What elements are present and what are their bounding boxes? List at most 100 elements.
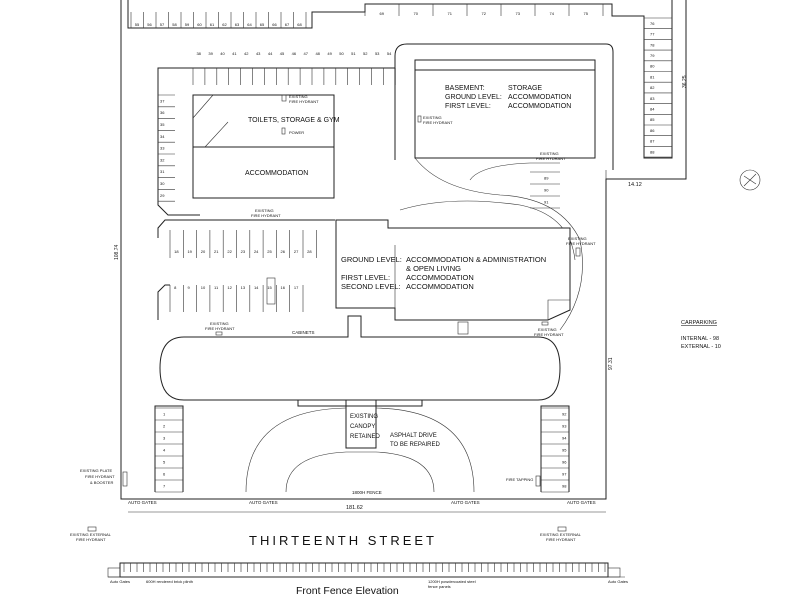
fence-steel-label-1: 1200H powdercoated steel xyxy=(428,579,476,584)
se-drive-edge xyxy=(540,405,570,492)
central-ground-use-2: & OPEN LIVING xyxy=(406,264,461,273)
north-basement-label: BASEMENT: xyxy=(445,85,485,92)
parking-bay-number: 17 xyxy=(294,285,299,290)
parking-bay-number: 20 xyxy=(201,249,206,254)
parking-bay-number: 50 xyxy=(339,51,344,56)
svg-text:CARPARKING: CARPARKING xyxy=(681,320,717,326)
north-first-label: FIRST LEVEL: xyxy=(445,103,491,110)
parking-bay-number: 38 xyxy=(196,51,201,56)
parking-bay-number: 2 xyxy=(163,424,166,429)
carparking-legend: CARPARKING INTERNAL - 98 EXTERNAL - 10 xyxy=(681,320,721,350)
svg-text:& BOOSTER: & BOOSTER xyxy=(90,480,113,485)
parking-bay-number: 80 xyxy=(650,64,655,69)
parking-bay-number: 59 xyxy=(185,22,190,27)
parking-bay-number: 62 xyxy=(222,22,227,27)
parking-bay-number: 18 xyxy=(174,249,179,254)
svg-text:FIRE HYDRANT: FIRE HYDRANT xyxy=(566,241,596,246)
central-block xyxy=(335,219,571,321)
parking-bay-number: 76 xyxy=(650,21,655,26)
parking-bay-number: 85 xyxy=(650,117,655,122)
parking-bay-number: 15 xyxy=(267,285,272,290)
parking-bay-number: 33 xyxy=(160,146,165,151)
svg-text:EXISTING EXTERNAL: EXISTING EXTERNAL xyxy=(540,532,582,537)
north-ground-use: ACCOMMODATION xyxy=(508,94,571,101)
fence-elevation-title: Front Fence Elevation xyxy=(296,585,399,597)
central-stair xyxy=(457,321,469,335)
parking-bay-number: 11 xyxy=(214,285,219,290)
svg-text:EXISTING: EXISTING xyxy=(255,208,274,213)
mid-lower-drive-edge xyxy=(157,284,170,320)
hydrant-central-east: EXISTING FIRE HYDRANT xyxy=(566,236,596,257)
auto-gates-3: AUTO GATES xyxy=(451,500,480,505)
parking-bay-number: 49 xyxy=(327,51,332,56)
fence-label: 1800H FENCE xyxy=(352,490,382,495)
parking-bay-number: 75 xyxy=(584,11,589,16)
parking-bay-number: 78 xyxy=(650,42,655,47)
dim-ne: 36.25 xyxy=(682,75,688,88)
parking-bay-number: 32 xyxy=(160,157,165,162)
svg-text:FIRE HYDRANT: FIRE HYDRANT xyxy=(546,537,576,542)
parking-bay-number: 19 xyxy=(187,249,192,254)
central-ground-use: ACCOMMODATION & ADMINISTRATION xyxy=(406,255,546,264)
north-block-drive xyxy=(394,43,614,170)
parking-bay-number: 68 xyxy=(297,22,302,27)
parking-bay-number: 14 xyxy=(254,285,259,290)
parking-bay-number: 51 xyxy=(351,51,356,56)
svg-text:EXISTING: EXISTING xyxy=(568,236,587,241)
parking-bay-number: 65 xyxy=(260,22,265,27)
parking-bay-number: 46 xyxy=(292,51,297,56)
power-label: POWER xyxy=(289,130,304,135)
external-hydrant-east: EXISTING EXTERNAL FIRE HYDRANT xyxy=(540,526,582,542)
central-first-use: ACCOMMODATION xyxy=(406,273,474,282)
west-block-hatch xyxy=(192,94,229,148)
west-block-lower xyxy=(192,146,335,199)
dim-corner: 14.12 xyxy=(628,182,642,188)
parking-bay-number: 13 xyxy=(241,285,246,290)
asphalt-line-1: ASPHALT DRIVE xyxy=(390,433,437,439)
front-building xyxy=(159,315,561,401)
parking-bay-number: 28 xyxy=(307,249,312,254)
parking-bay-number: 4 xyxy=(163,448,166,453)
parking-bay-number: 7 xyxy=(163,484,166,489)
parking-bay-number: 89 xyxy=(544,176,549,181)
parking-bay-number: 64 xyxy=(247,22,252,27)
parking-bay-number: 73 xyxy=(516,11,521,16)
svg-text:EXISTING: EXISTING xyxy=(210,321,229,326)
svg-text:EXISTING: EXISTING xyxy=(423,115,442,120)
parking-bay-number: 86 xyxy=(650,128,655,133)
parking-bay-number: 25 xyxy=(267,249,272,254)
central-block-inner xyxy=(394,245,570,320)
parking-bay-number: 67 xyxy=(285,22,290,27)
top-carpark-lane xyxy=(127,0,673,159)
svg-text:FIRE HYDRANT: FIRE HYDRANT xyxy=(289,99,319,104)
canopy-line-2: CANOPY xyxy=(350,424,375,430)
canopy-link xyxy=(297,400,423,407)
fence-auto-gates-right: Auto Gates xyxy=(608,579,628,584)
west-block-upper-label: TOILETS, STORAGE & GYM xyxy=(248,117,340,124)
parking-bay-number: 84 xyxy=(650,106,655,111)
parking-bay-number: 54 xyxy=(387,51,392,56)
parking-bay-number: 94 xyxy=(562,436,567,441)
fence-auto-gates-left: Auto Gates xyxy=(110,579,130,584)
central-first-label: FIRST LEVEL: xyxy=(341,273,390,282)
parking-bay-number: 42 xyxy=(244,51,249,56)
parking-bay-number: 9 xyxy=(187,285,190,290)
auto-gates-2: AUTO GATES xyxy=(249,500,278,505)
canopy-line-3: RETAINED xyxy=(350,434,381,440)
svg-text:EXISTING: EXISTING xyxy=(540,151,559,156)
dim-front: 181.62 xyxy=(346,505,363,511)
parking-bay-number: 30 xyxy=(160,181,165,186)
svg-text:FIRE HYDRANT: FIRE HYDRANT xyxy=(423,120,453,125)
stair-symbol xyxy=(266,277,276,305)
parking-bay-number: 43 xyxy=(256,51,261,56)
north-first-use: ACCOMMODATION xyxy=(508,103,571,110)
parking-bay-number: 23 xyxy=(241,249,246,254)
parking-bay-number: 56 xyxy=(147,22,152,27)
fire-tapping: FIRE TAPPING xyxy=(506,475,541,487)
parking-bay-number: 26 xyxy=(281,249,286,254)
asphalt-line-2: TO BE REPAIRED xyxy=(390,442,440,448)
